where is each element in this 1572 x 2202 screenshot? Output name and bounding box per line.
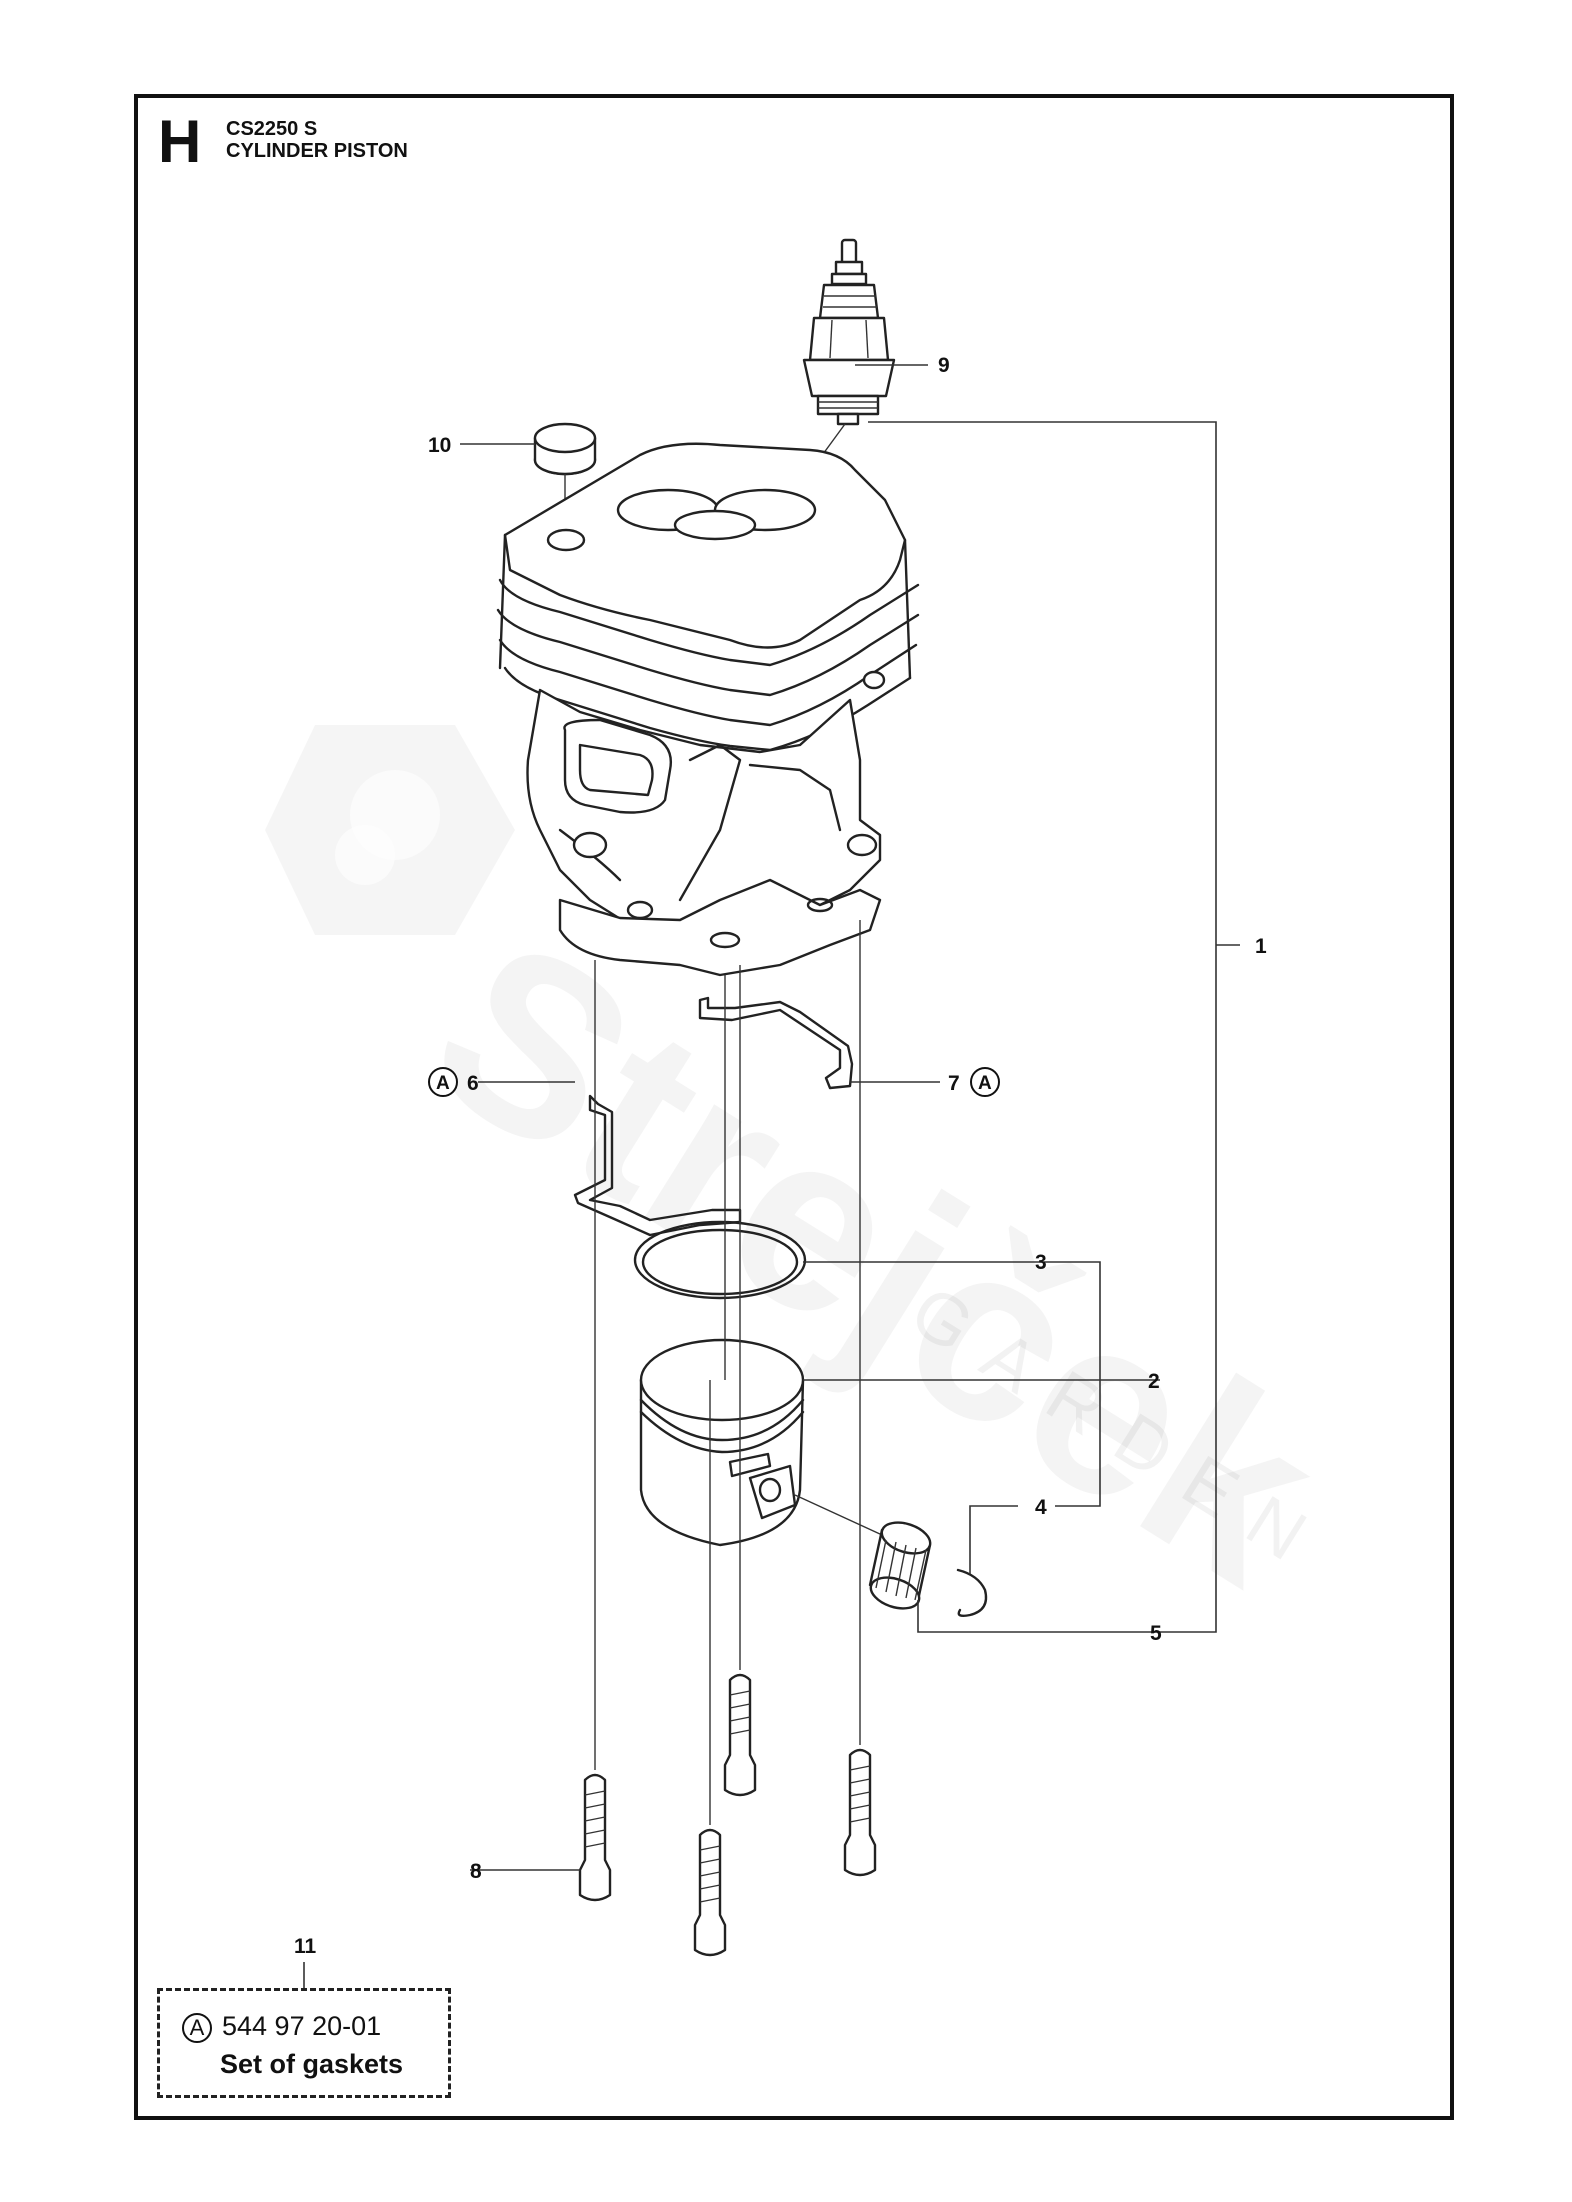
callout-8: 8 <box>470 1860 482 1883</box>
callout-9: 9 <box>938 354 950 377</box>
screw-icon[interactable] <box>693 1828 727 1957</box>
piston-ring-icon[interactable] <box>633 1220 807 1300</box>
section-letter: H <box>158 108 202 175</box>
circlip-icon[interactable] <box>956 1568 988 1618</box>
gasket-kit-description: Set of gaskets <box>220 2049 404 2079</box>
callout-6: 6 <box>467 1072 479 1095</box>
watermark-logo-icon <box>265 725 515 935</box>
diagram-frame <box>134 94 1454 2120</box>
model-title: CS2250 S <box>226 118 318 140</box>
gasket-kit-box[interactable]: A 544 97 20-01 Set of gaskets <box>157 1988 451 2098</box>
cylinder-icon[interactable] <box>496 442 920 977</box>
needle-bearing-icon[interactable] <box>867 1517 934 1614</box>
kit-marker-6: A <box>428 1067 458 1097</box>
gasket-kit-part-number: 544 97 20-01 <box>222 2011 382 2041</box>
svg-text:A: A <box>978 1073 992 1094</box>
spark-plug-icon[interactable] <box>802 238 896 426</box>
callout-10: 10 <box>428 434 451 457</box>
kit-marker-7: A <box>970 1067 1000 1097</box>
base-gasket-left-icon[interactable] <box>573 1094 742 1237</box>
callout-11: 11 <box>294 1935 317 1958</box>
callout-7: 7 <box>948 1072 960 1095</box>
screw-icon[interactable] <box>578 1773 612 1902</box>
callout-4: 4 <box>1035 1496 1047 1519</box>
page-title: CYLINDER PISTON <box>226 140 408 162</box>
base-gasket-right-icon[interactable] <box>698 996 854 1090</box>
callout-1: 1 <box>1255 935 1267 958</box>
svg-text:A: A <box>436 1073 450 1094</box>
piston-icon[interactable] <box>639 1338 805 1547</box>
callout-3: 3 <box>1035 1251 1047 1274</box>
kit-marker: A <box>182 2013 212 2043</box>
callout-2: 2 <box>1148 1370 1160 1393</box>
screw-icon[interactable] <box>723 1673 757 1797</box>
callout-5: 5 <box>1150 1622 1162 1645</box>
cap-plug-icon[interactable] <box>533 422 597 476</box>
screw-icon[interactable] <box>843 1748 877 1877</box>
